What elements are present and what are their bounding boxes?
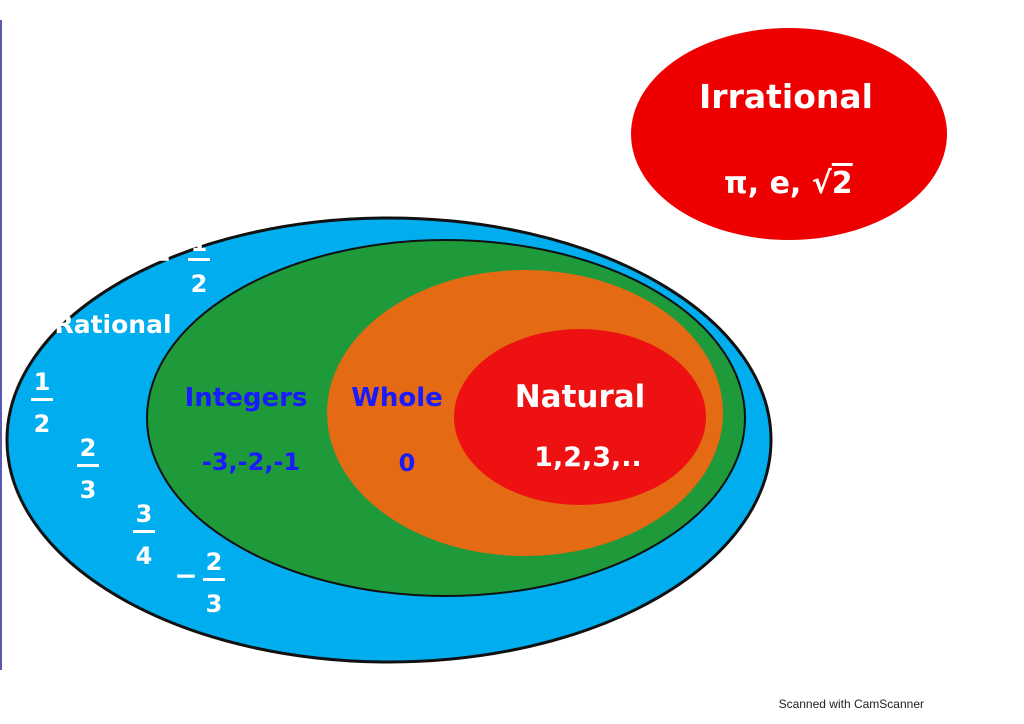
fraction-bar (31, 398, 53, 401)
rational-fraction-two-thirds: 2 3 (77, 434, 99, 504)
square-root-symbol: √ (812, 166, 833, 201)
fraction-numerator: 3 (136, 500, 153, 528)
fraction-numerator: 2 (80, 434, 97, 462)
rational-fraction-neg-two-thirds: − 2 3 (174, 548, 225, 618)
irrational-examples: π, e, √2 (724, 166, 853, 201)
fraction-denominator: 2 (34, 410, 51, 438)
fraction-numerator: 1 (191, 229, 208, 257)
natural-examples: 1,2,3,.. (534, 442, 642, 473)
fraction-bar (203, 578, 225, 581)
whole-examples: 0 (399, 449, 416, 477)
fraction-denominator: 3 (206, 590, 223, 618)
integers-examples: -3,-2,-1 (202, 448, 300, 476)
fraction-sign: − (174, 559, 197, 592)
natural-set-ellipse (454, 329, 706, 505)
irrational-set-ellipse (631, 28, 947, 240)
fraction-numerator: 2 (206, 548, 223, 576)
fraction-denominator: 3 (80, 476, 97, 504)
fraction-numerator: 1 (34, 368, 51, 396)
integers-label: Integers (185, 383, 308, 413)
camscanner-watermark: Scanned with CamScanner (778, 697, 924, 711)
rational-fraction-one-half: 1 2 (31, 368, 53, 438)
fraction-bar (77, 464, 99, 467)
natural-label: Natural (515, 379, 646, 415)
whole-label: Whole (351, 383, 443, 413)
rational-fraction-neg-one-half: − 1 2 (148, 229, 210, 298)
irrational-label: Irrational (699, 77, 873, 116)
scan-edge-line (0, 20, 2, 670)
fraction-bar (188, 258, 210, 261)
fraction-denominator: 2 (191, 270, 208, 298)
fraction-denominator: 4 (136, 542, 153, 570)
fraction-bar (133, 530, 155, 533)
fraction-sign: − (148, 242, 171, 275)
rational-fraction-three-quarters: 3 4 (133, 500, 155, 570)
rational-label: Rational (54, 310, 171, 339)
number-sets-venn-diagram: Irrational π, e, √2 Rational Integers -3… (5, 28, 947, 664)
square-root-radicand: 2 (832, 166, 853, 201)
